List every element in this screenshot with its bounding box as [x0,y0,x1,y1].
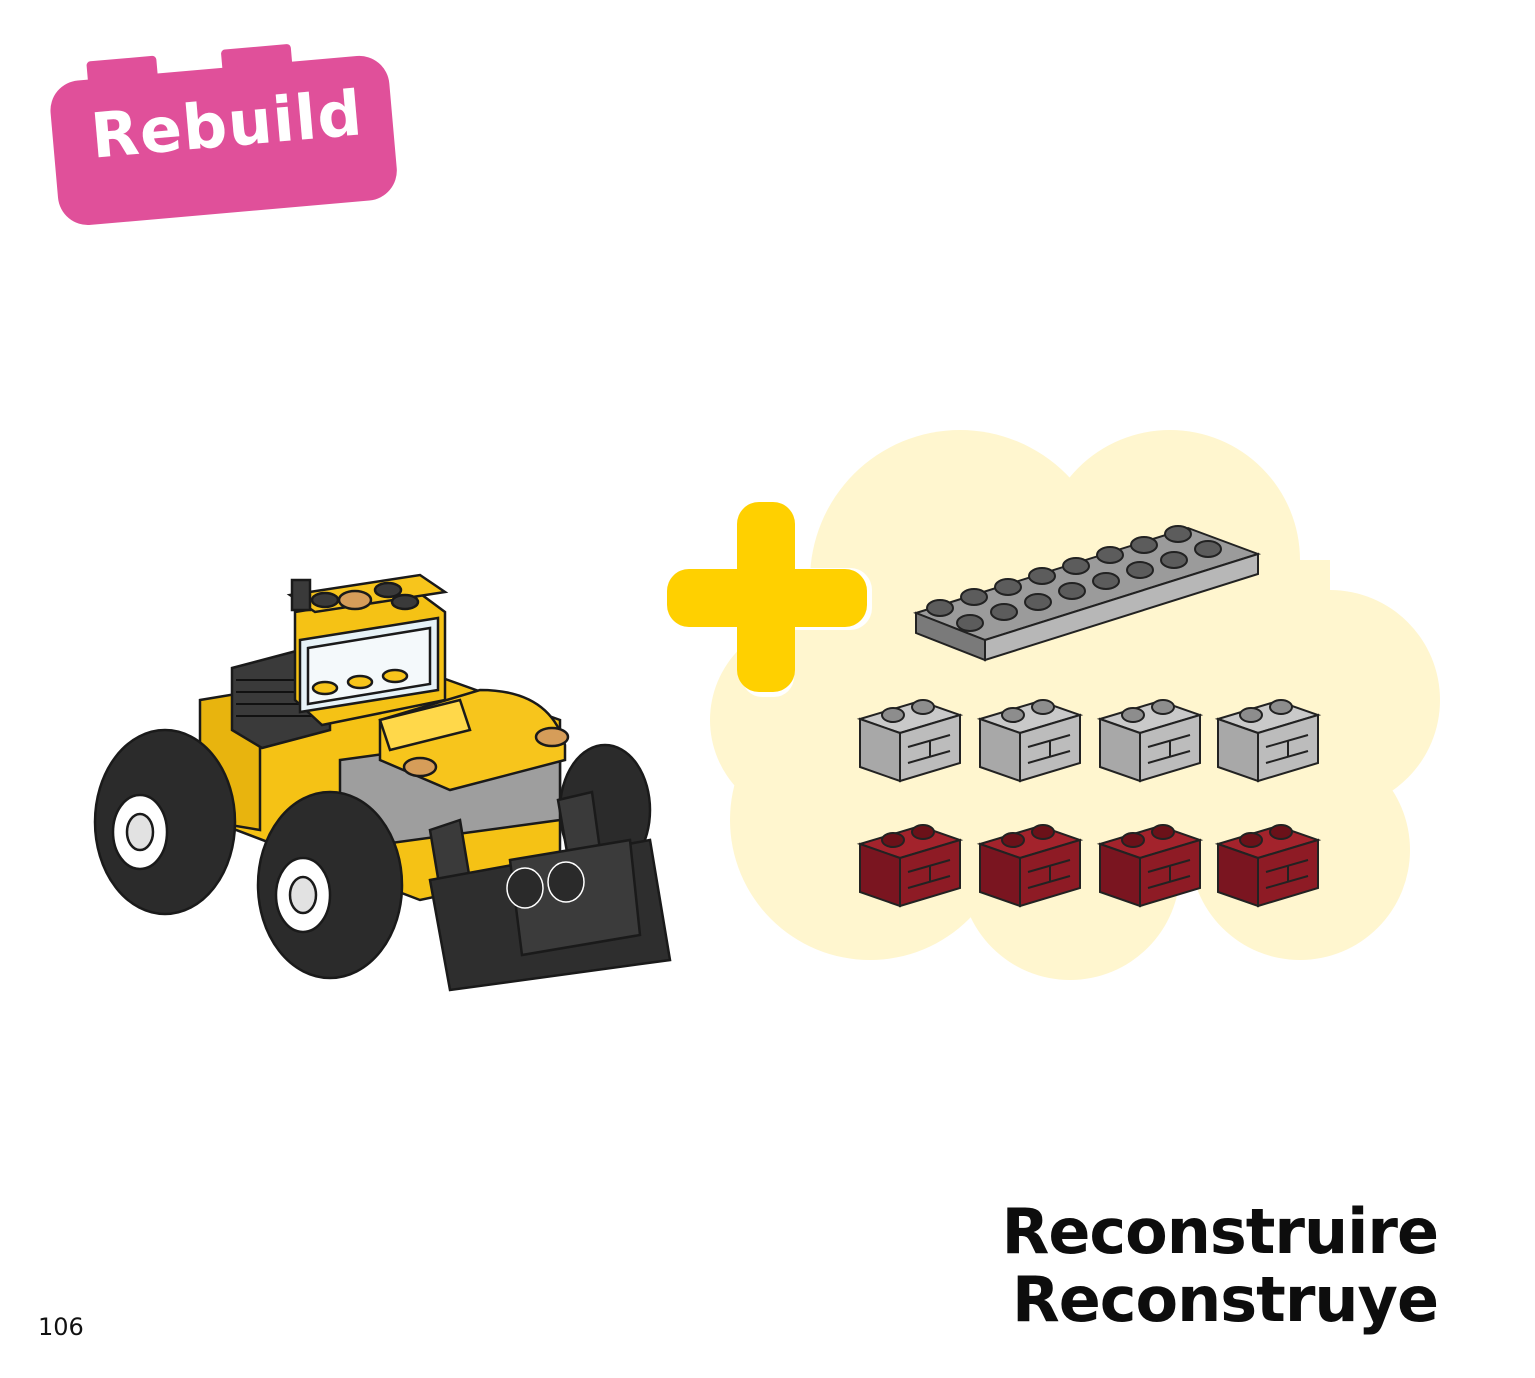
dark-red-bricks [856,824,1322,908]
yellow-loader-vehicle [93,573,672,992]
title-french: Reconstruire [1001,1195,1439,1268]
dark-red-brick [976,824,1084,908]
rebuild-badge: Rebuild [38,38,408,228]
gray-plate-2x8 [912,525,1262,662]
dark-red-brick [856,824,964,908]
page-number: 106 [38,1313,84,1341]
parts-cloud [710,430,1440,980]
badge-shape [50,44,397,226]
dark-red-brick [1096,824,1204,908]
light-gray-brick [856,699,964,783]
light-gray-brick [976,699,1084,783]
rebuild-titles: Reconstruire Reconstruye [1001,1195,1439,1336]
light-gray-brick [1096,699,1204,783]
light-gray-bricks [856,699,1322,783]
plus-icon [662,497,872,697]
title-spanish: Reconstruye [1012,1263,1439,1336]
front-right-wheel [256,790,404,980]
light-gray-brick [1214,699,1322,783]
dark-red-brick [1214,824,1322,908]
front-left-wheel [93,728,237,916]
